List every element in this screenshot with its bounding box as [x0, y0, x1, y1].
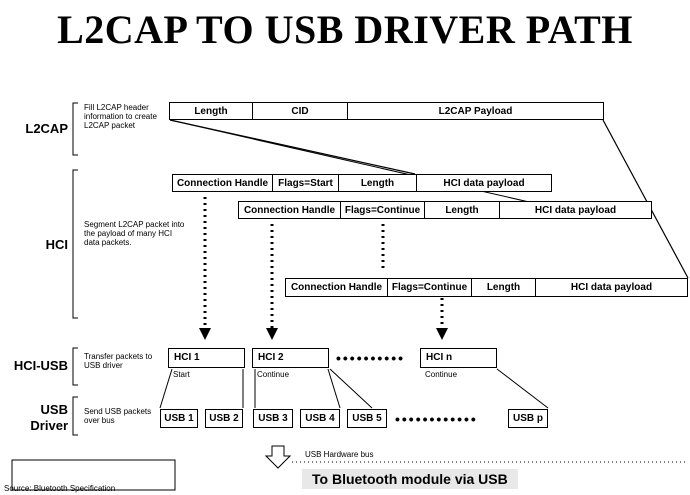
- hci-flags-field: Flags=Start: [273, 175, 339, 191]
- hci-length-field: Length: [472, 279, 536, 296]
- hci-usb-box-n-flag: Continue: [425, 370, 458, 379]
- usb-hardware-bus-label: USB Hardware bus: [305, 450, 374, 459]
- usb-packet: USB 1: [160, 409, 198, 428]
- hci-usb-ellipsis: ••••••••••: [336, 350, 406, 366]
- source-citation: Source: Bluetooth Specification: [4, 484, 116, 493]
- hci-payload-field: HCI data payload: [570, 282, 653, 293]
- l2cap-packet: Length CID L2CAP Payload: [169, 102, 604, 120]
- destination-banner: To Bluetooth module via USB: [302, 469, 518, 489]
- hci-connection-handle-field: Connection Handle: [239, 202, 341, 218]
- l2cap-length-field: Length: [170, 103, 253, 119]
- usb-ellipsis: ••••••••••••: [395, 411, 478, 427]
- usb-packet: USB p: [508, 409, 548, 428]
- hci-payload-field: HCI data payload: [534, 204, 617, 216]
- page-title: L2CAP TO USB DRIVER PATH: [57, 7, 633, 52]
- hci-packet-continue-1: Connection Handle Flags=Continue Length …: [238, 201, 652, 219]
- hci-usb-box-1: HCI 1: [168, 348, 245, 368]
- l2cap-payload-field: L2CAP Payload: [438, 105, 513, 117]
- layer-label-usb: USB: [40, 402, 68, 417]
- hci-usb-box-1-flag: Start: [173, 370, 190, 379]
- layer-label-l2cap: L2CAP: [25, 121, 68, 136]
- usb-packet: USB 2: [205, 409, 243, 428]
- description-usb-driver: Send USB packets over bus: [84, 407, 152, 425]
- hci-usb-box-2-flag: Continue: [257, 370, 290, 379]
- hci-usb-box-n: HCI n: [420, 348, 497, 368]
- hci-flags-field: Flags=Continue: [388, 279, 472, 296]
- description-hci: Segment L2CAP packet into the payload of…: [84, 220, 185, 247]
- hci-flags-field: Flags=Continue: [341, 202, 425, 218]
- hci-usb-box-2: HCI 2: [252, 348, 329, 368]
- layer-label-driver: Driver: [30, 418, 68, 433]
- hci-payload-field: HCI data payload: [443, 177, 525, 189]
- l2cap-cid-field: CID: [253, 103, 348, 119]
- hci-length-field: Length: [339, 175, 417, 191]
- description-l2cap: Fill L2CAP header information to create …: [84, 103, 157, 130]
- layer-label-hci: HCI: [45, 237, 68, 252]
- usb-packet: USB 4: [300, 409, 340, 428]
- layer-label-hci-usb: HCI-USB: [13, 358, 68, 373]
- hci-connection-handle-field: Connection Handle: [286, 279, 388, 296]
- description-hci-usb: Transfer packets to USB driver: [84, 352, 153, 370]
- hci-length-field: Length: [425, 202, 500, 218]
- hci-packet-continue-2: Connection Handle Flags=Continue Length …: [285, 278, 688, 297]
- usb-packet: USB 3: [253, 409, 293, 428]
- usb-packet: USB 5: [347, 409, 387, 428]
- hci-packet-start: Connection Handle Flags=Start Length HCI…: [172, 174, 552, 192]
- hci-connection-handle-field: Connection Handle: [173, 175, 273, 191]
